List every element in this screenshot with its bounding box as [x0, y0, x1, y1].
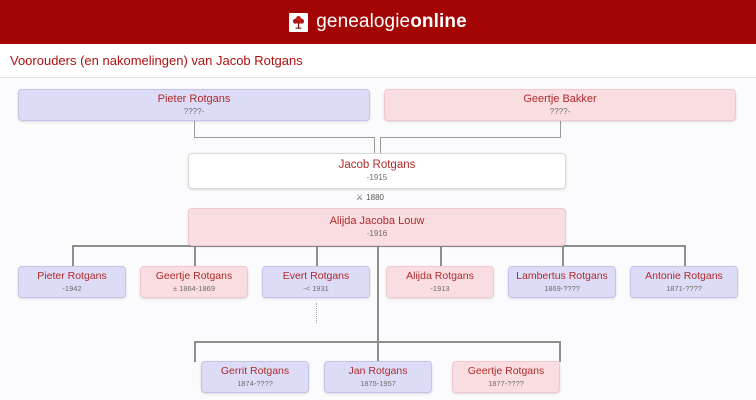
site-header: genealogieonline	[0, 0, 756, 44]
person-card-pieter-rotgans-sr[interactable]: Pieter Rotgans ????-	[18, 89, 370, 121]
person-dates: 1869-????	[544, 284, 580, 293]
person-dates: 1871-????	[666, 284, 702, 293]
connector-line	[560, 120, 561, 138]
person-dates: ± 1864-1869	[172, 284, 216, 293]
person-card-geertje-rotgans-1877[interactable]: Geertje Rotgans 1877-????	[452, 361, 560, 393]
tree-logo-icon	[289, 12, 309, 32]
person-dates: -1915	[366, 173, 388, 182]
connector-line	[562, 245, 564, 267]
brand-text: genealogieonline	[316, 11, 467, 33]
page-title: Voorouders (en nakomelingen) van Jacob R…	[10, 53, 303, 68]
brand-prefix: genealogie	[316, 11, 411, 32]
person-dates: 1875-1957	[360, 379, 396, 388]
person-name: Evert Rotgans	[282, 270, 350, 282]
person-dates: ????-	[183, 107, 205, 116]
connector-line-dotted	[316, 303, 317, 323]
person-dates: -1916	[366, 229, 388, 238]
person-dates: 1877-????	[488, 379, 524, 388]
person-card-alijda-rotgans[interactable]: Alijda Rotgans -1913	[386, 266, 494, 298]
person-card-jan-rotgans[interactable]: Jan Rotgans 1875-1957	[324, 361, 432, 393]
marriage-info: ⚔ 1880	[356, 193, 384, 202]
person-card-jacob-rotgans[interactable]: Jacob Rotgans -1915	[188, 153, 566, 189]
marriage-icon: ⚔	[356, 192, 364, 202]
brand-logo-link[interactable]: genealogieonline	[289, 11, 467, 33]
person-name: Jacob Rotgans	[338, 159, 416, 171]
brand-suffix: online	[410, 11, 467, 32]
connector-line	[194, 137, 374, 138]
person-name: Pieter Rotgans	[157, 93, 231, 105]
person-card-lambertus-rotgans[interactable]: Lambertus Rotgans 1869-????	[508, 266, 616, 298]
person-dates: -1942	[62, 284, 82, 293]
connector-line	[440, 245, 442, 267]
person-name: Geertje Bakker	[523, 93, 597, 105]
person-name: Pieter Rotgans	[37, 270, 107, 282]
connector-line	[380, 137, 381, 154]
person-card-geertje-rotgans-1864[interactable]: Geertje Rotgans ± 1864-1869	[140, 266, 248, 298]
person-name: Antonie Rotgans	[645, 270, 723, 282]
page-title-bar: Voorouders (en nakomelingen) van Jacob R…	[0, 44, 756, 78]
connector-line	[316, 245, 318, 267]
person-dates: -1913	[430, 284, 450, 293]
connector-line	[380, 137, 561, 138]
person-card-antonie-rotgans[interactable]: Antonie Rotgans 1871-????	[630, 266, 738, 298]
connector-line	[72, 245, 74, 267]
connector-line	[684, 245, 686, 267]
person-card-geertje-bakker[interactable]: Geertje Bakker ????-	[384, 89, 736, 121]
person-name: Alijda Rotgans	[406, 270, 474, 282]
connector-line	[374, 137, 375, 154]
connector-bus	[72, 245, 684, 247]
connector-line	[377, 246, 379, 287]
person-name: Lambertus Rotgans	[516, 270, 608, 282]
connector-line	[377, 341, 379, 362]
connector-line	[194, 341, 196, 362]
person-card-gerrit-rotgans[interactable]: Gerrit Rotgans 1874-????	[201, 361, 309, 393]
connector-line	[377, 287, 379, 342]
person-name: Geertje Rotgans	[467, 365, 545, 377]
marriage-year: 1880	[366, 193, 384, 202]
connector-line	[194, 245, 196, 267]
person-card-pieter-rotgans[interactable]: Pieter Rotgans -1942	[18, 266, 126, 298]
person-card-alijda-jacoba-louw[interactable]: Alijda Jacoba Louw -1916	[188, 208, 566, 246]
person-dates: 1874-????	[237, 379, 273, 388]
person-name: Geertje Rotgans	[155, 270, 233, 282]
person-card-evert-rotgans[interactable]: Evert Rotgans -< 1931	[262, 266, 370, 298]
connector-line	[194, 120, 195, 138]
person-name: Alijda Jacoba Louw	[329, 215, 425, 227]
connector-line	[559, 341, 561, 362]
person-dates: ????-	[549, 107, 571, 116]
family-tree-canvas: Pieter Rotgans ????- Geertje Bakker ????…	[0, 79, 756, 400]
person-name: Gerrit Rotgans	[220, 365, 290, 377]
person-name: Jan Rotgans	[348, 365, 408, 377]
person-dates: -< 1931	[303, 284, 329, 293]
